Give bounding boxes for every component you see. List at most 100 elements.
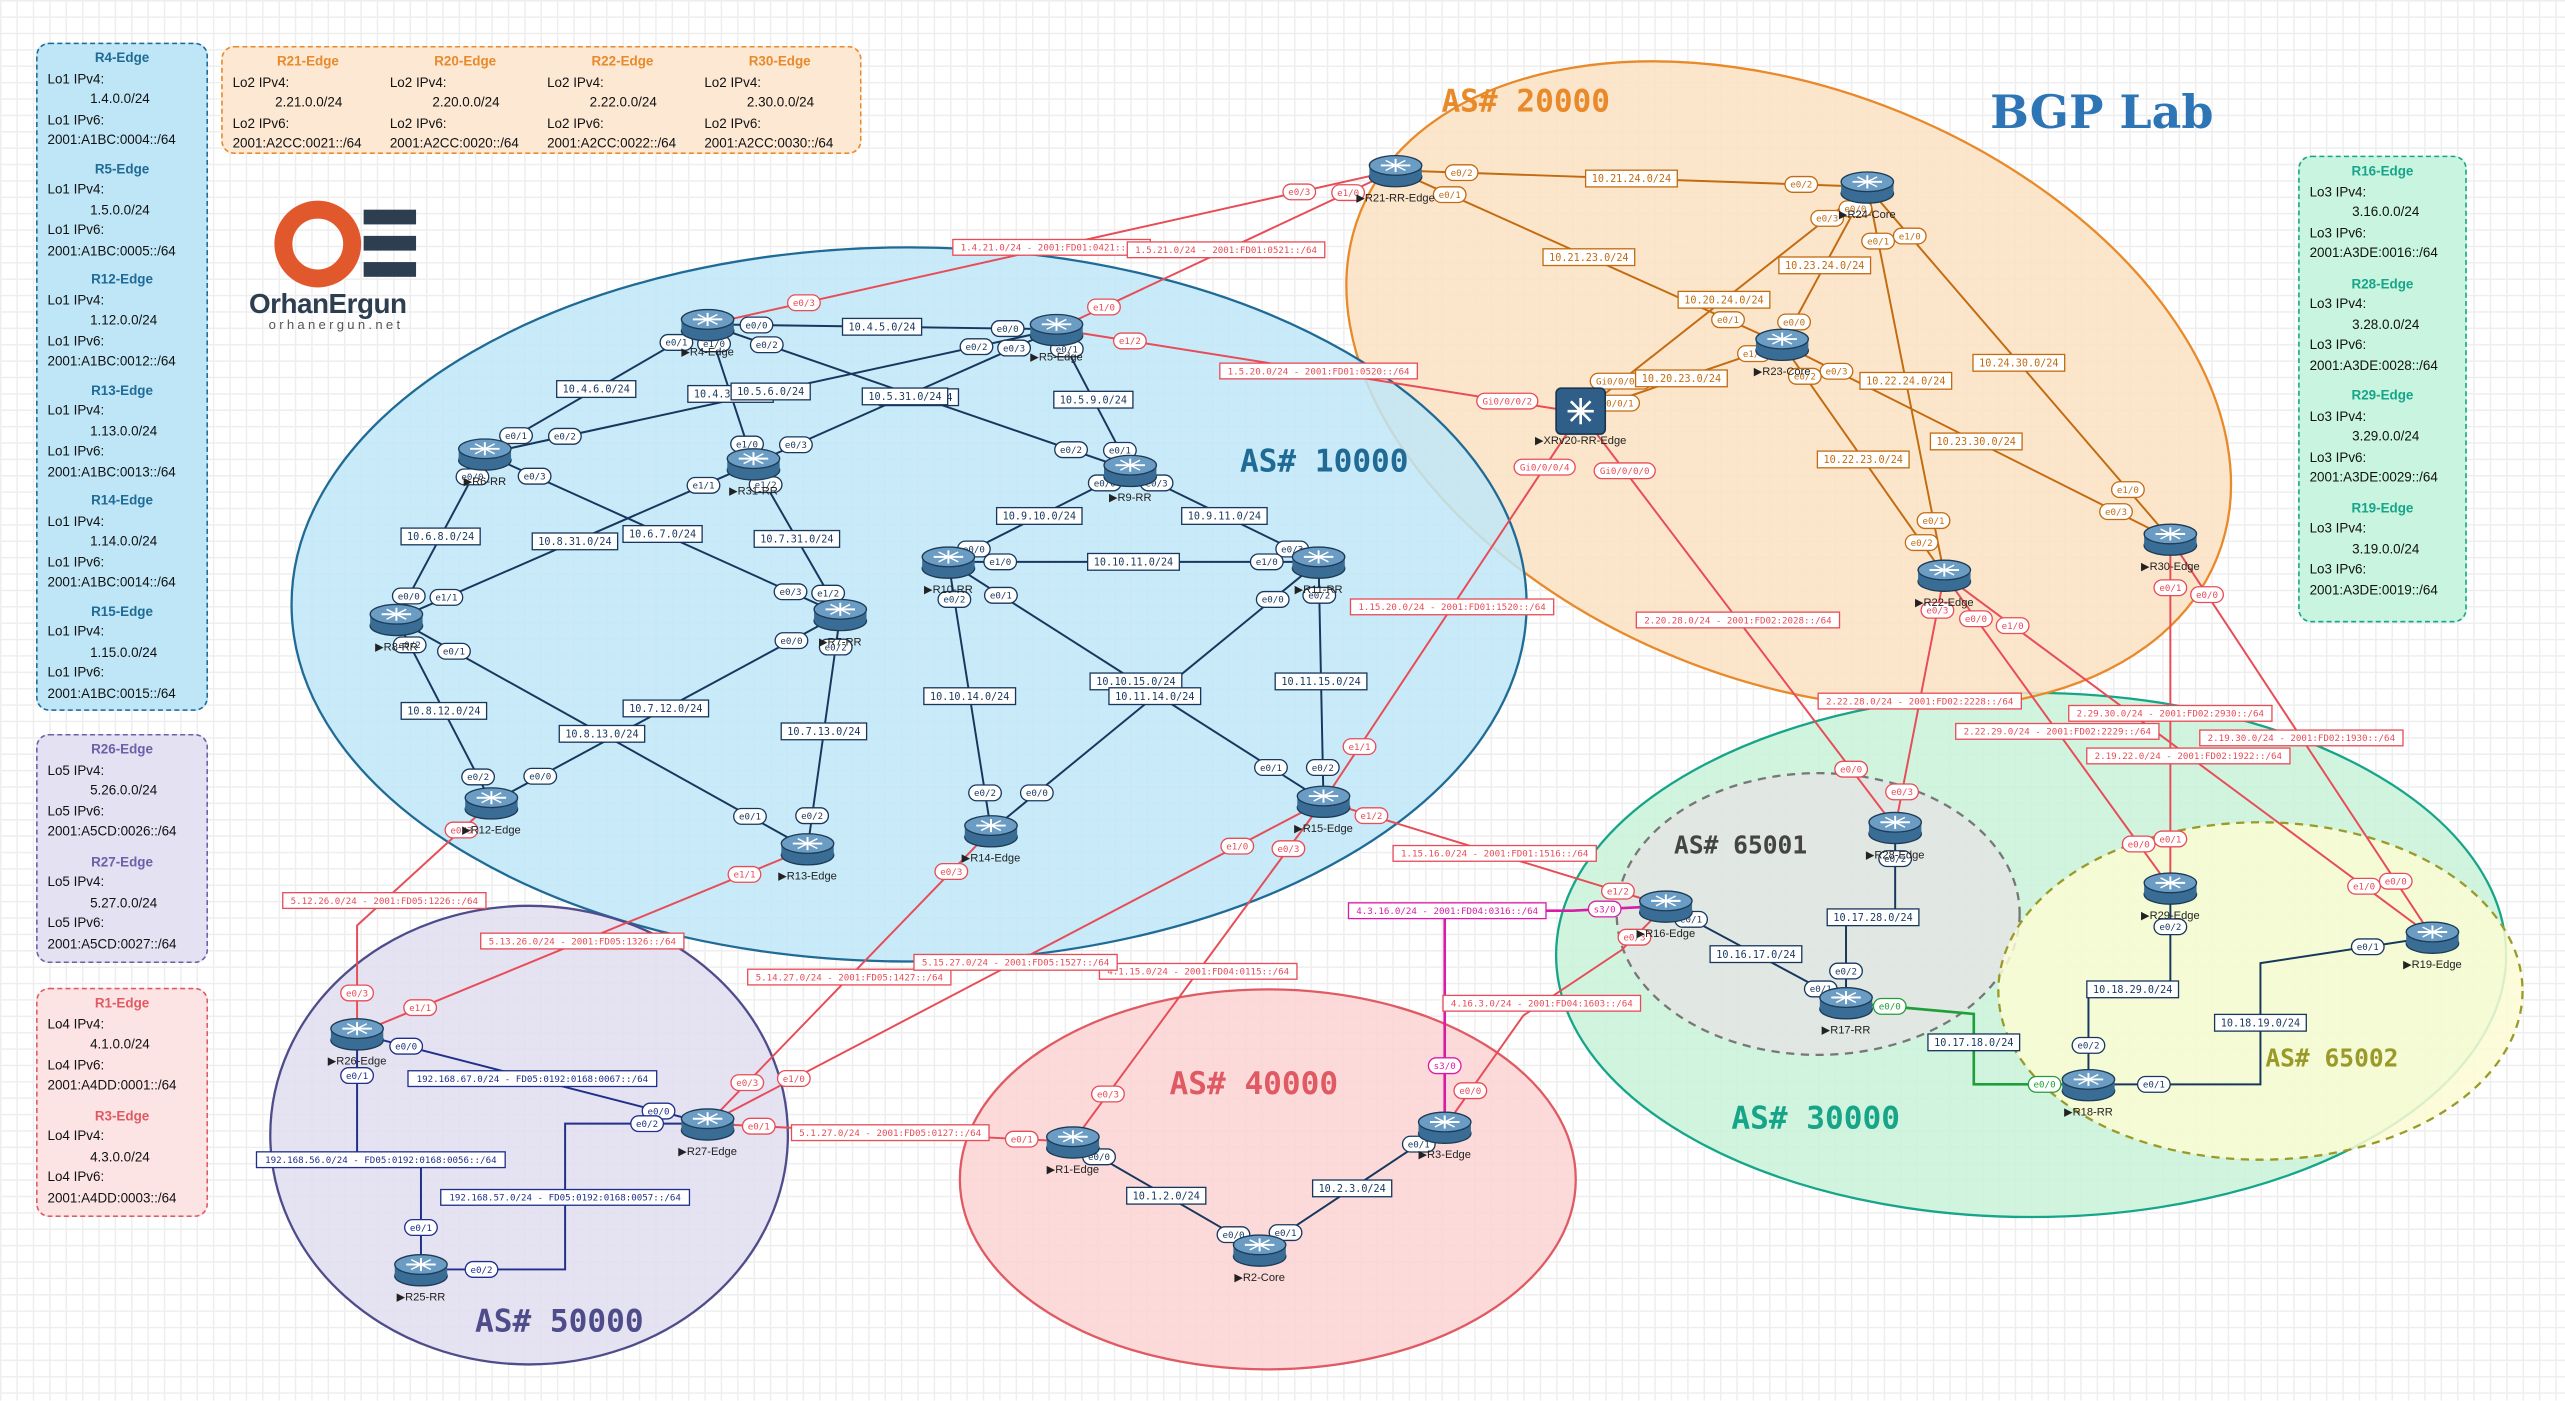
svg-text:e1/2: e1/2 <box>1360 811 1382 822</box>
interface-label: e0/2 <box>937 590 972 608</box>
network-label: 10.17.28.0/24 <box>1826 908 1920 927</box>
interface-label: e1/0 <box>1892 227 1927 245</box>
router-R18[interactable]: ▶R18-RR <box>2061 1068 2116 1119</box>
loopback-field: 2001:A3DE:0016::/64 <box>2309 245 2438 261</box>
router-R25[interactable]: ▶R25-RR <box>394 1254 448 1304</box>
svg-text:2.20.28.0/24 - 2001:FD02:2028:: 2.20.28.0/24 - 2001:FD02:2028::/64 <box>1644 615 1832 626</box>
loopback-router-name: R30-Edge <box>748 54 811 69</box>
interface-label: e0/3 <box>444 821 479 839</box>
router-R10[interactable]: ▶R10-RR <box>921 546 976 596</box>
router-R22[interactable]: ▶R22-Edge <box>1915 559 1974 609</box>
interface-label: e0/0 <box>774 632 809 650</box>
svg-text:e0/1: e0/1 <box>990 591 1012 602</box>
svg-text:e1/0: e1/0 <box>1256 557 1278 568</box>
router-label: ▶R25-RR <box>397 1292 446 1304</box>
loopback-router-name: R13-Edge <box>91 382 153 398</box>
network-label: 10.21.24.0/24 <box>1584 169 1678 188</box>
interface-label: e0/1 <box>1432 186 1467 204</box>
loopback-router-name: R16-Edge <box>2351 163 2414 179</box>
loopback-field: 2001:A2CC:0021::/64 <box>232 135 362 151</box>
loopback-router-name: R22-Edge <box>591 54 654 69</box>
loopback-field: Lo2 IPv4: <box>547 74 604 90</box>
svg-text:10.1.2.0/24: 10.1.2.0/24 <box>1133 1191 1200 1202</box>
router-R28[interactable]: ▶R28-Edge <box>1866 811 1925 861</box>
network-label: 10.20.24.0/24 <box>1677 290 1771 309</box>
svg-text:e0/3: e0/3 <box>1146 478 1168 489</box>
router-R8[interactable]: ▶R8-RR <box>369 603 424 653</box>
svg-text:e1/0: e1/0 <box>2002 621 2024 632</box>
svg-text:e0/0: e0/0 <box>1879 1002 1901 1013</box>
svg-text:e0/3: e0/3 <box>1816 214 1838 225</box>
loopback-field: 2001:A4DD:0001::/64 <box>47 1077 177 1093</box>
svg-text:e0/1: e0/1 <box>1717 315 1739 326</box>
router-R6[interactable]: ▶R6-RR <box>457 438 512 488</box>
router-R31[interactable]: ▶R31-RR <box>726 448 781 498</box>
router-R15[interactable]: ▶R15-Edge <box>1294 785 1353 835</box>
svg-text:e0/3: e0/3 <box>1277 844 1299 855</box>
network-label: 192.168.56.0/24 - FD05:0192:0168:0056::/… <box>255 1151 506 1169</box>
network-label: 10.5.9.0/24 <box>1053 390 1134 409</box>
router-R9[interactable]: ▶R9-RR <box>1103 454 1158 504</box>
router-R1[interactable]: ▶R1-Edge <box>1046 1126 1100 1176</box>
as-label: AS# 30000 <box>1731 1101 1900 1137</box>
router-R13[interactable]: ▶R13-Edge <box>778 833 837 883</box>
loopback-field: Lo3 IPv6: <box>2309 561 2367 577</box>
router-R30[interactable]: ▶R30-Edge <box>2141 523 2200 573</box>
area-as40000 <box>958 988 1577 1371</box>
network-label: 10.10.11.0/24 <box>1086 552 1180 571</box>
interface-label: e0/2 <box>464 1260 499 1278</box>
svg-text:10.9.10.0/24: 10.9.10.0/24 <box>1003 512 1076 523</box>
router-R29[interactable]: ▶R29-Edge <box>2141 872 2200 922</box>
network-label: 10.4.6.0/24 <box>556 380 637 399</box>
interface-label: e0/3 <box>934 862 969 881</box>
interface-label: e1/1 <box>429 588 464 606</box>
router-R2[interactable]: ▶R2-Core <box>1232 1234 1287 1284</box>
svg-text:e0/2: e0/2 <box>1794 372 1816 383</box>
router-R7[interactable]: ▶R7-RR <box>813 598 868 649</box>
router-R14[interactable]: ▶R14-Edge <box>962 815 1021 865</box>
loopback-field: 2001:A4DD:0003::/64 <box>47 1190 177 1205</box>
network-label: 10.20.23.0/24 <box>1634 369 1728 388</box>
router-R19[interactable]: ▶R19-Edge <box>2403 921 2462 971</box>
svg-text:e1/1: e1/1 <box>692 481 714 492</box>
interface-label: e0/1 <box>2350 938 2385 956</box>
svg-text:e1/0: e1/0 <box>703 339 725 350</box>
router-R4[interactable]: ▶R4-Edge <box>680 308 735 359</box>
loopback-field: 2001:A5CD:0026::/64 <box>47 823 177 839</box>
svg-text:e1/0: e1/0 <box>1226 841 1248 852</box>
svg-text:e0/2: e0/2 <box>2077 1041 2099 1052</box>
router-R24[interactable]: ▶R24-Core <box>1839 171 1896 221</box>
network-label: 10.23.30.0/24 <box>1929 432 2023 451</box>
router-R21[interactable]: ▶R21-RR-Edge <box>1356 154 1435 205</box>
router-label: ▶R14-Edge <box>962 853 1021 865</box>
interface-label: e0/1 <box>733 807 767 825</box>
router-R3[interactable]: ▶R3-Edge <box>1417 1111 1472 1161</box>
svg-text:1.4.21.0/24 - 2001:FD01:0421::: 1.4.21.0/24 - 2001:FD01:0421::/64 <box>961 243 1143 254</box>
router-R27[interactable]: ▶R27-Edge <box>678 1108 737 1158</box>
network-label: 1.15.20.0/24 - 2001:FD01:1520::/64 <box>1349 598 1555 616</box>
svg-text:e0/1: e0/1 <box>1680 915 1702 926</box>
router-R23[interactable]: ▶R23-Core <box>1754 328 1811 378</box>
router-R5[interactable]: ▶R5-Edge <box>1029 313 1084 363</box>
svg-text:e0/0: e0/0 <box>648 1106 670 1117</box>
router-R16[interactable]: ▶R16-Edge <box>1637 890 1696 940</box>
svg-text:e0/1: e0/1 <box>2357 942 2379 953</box>
router-R11[interactable]: ▶R11-RR <box>1291 546 1346 596</box>
svg-text:10.10.11.0/24: 10.10.11.0/24 <box>1094 557 1173 568</box>
router-label: ▶R13-Edge <box>778 871 837 883</box>
svg-text:e0/1: e0/1 <box>665 338 687 349</box>
svg-text:e0/2: e0/2 <box>965 342 987 353</box>
page-title: BGP Lab <box>1990 85 2214 140</box>
svg-text:Gi0/0/0/3: Gi0/0/0/3 <box>1596 376 1646 387</box>
interface-label: e0/1 <box>1861 232 1896 250</box>
router-R17[interactable]: ▶R17-RR <box>1819 987 1873 1037</box>
svg-text:1.5.20.0/24 - 2001:FD01:0520::: 1.5.20.0/24 - 2001:FD01:0520::/64 <box>1228 366 1410 377</box>
svg-text:10.17.18.0/24: 10.17.18.0/24 <box>1934 1038 2013 1049</box>
interface-label: e1/0 <box>983 553 1018 571</box>
router-R12[interactable]: ▶R12-Edge <box>462 787 521 837</box>
router-R26[interactable]: ▶R26-Edge <box>328 1018 387 1068</box>
svg-text:10.20.23.0/24: 10.20.23.0/24 <box>1642 374 1721 385</box>
router-R20[interactable]: ▶XRv20-RR-Edge <box>1535 387 1626 447</box>
